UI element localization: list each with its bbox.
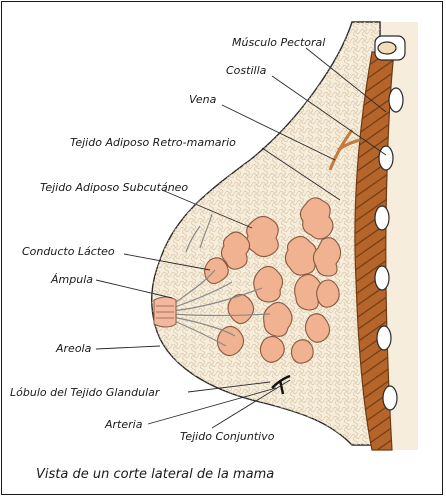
rib [389, 88, 403, 112]
label-tejido-retro: Tejido Adiposo Retro-mamario [70, 136, 236, 149]
figure-caption: Vista de un corte lateral de la mama [36, 467, 274, 482]
lobule [254, 266, 283, 302]
rib [375, 206, 389, 230]
rib [377, 326, 391, 350]
rib [375, 266, 389, 290]
label-vena: Vena [189, 93, 217, 106]
lobule [292, 340, 314, 363]
label-tejido-conjuntivo: Tejido Conjuntivo [180, 430, 275, 443]
label-lobulo: Lóbulo del Tejido Glandular [10, 386, 161, 399]
rib [379, 146, 393, 170]
rib [383, 386, 397, 410]
label-ampula: Ámpula [50, 273, 93, 286]
label-conducto-lacteo: Conducto Lácteo [22, 245, 115, 258]
label-arteria: Arteria [104, 418, 143, 431]
label-areola: Areola [55, 342, 92, 355]
lobule [317, 280, 339, 307]
label-costilla: Costilla [226, 64, 267, 77]
lobule [247, 216, 279, 256]
label-tejido-subcutaneo: Tejido Adiposo Subcutáneo [40, 181, 188, 194]
label-musculo-pectoral: Músculo Pectoral [232, 36, 325, 49]
